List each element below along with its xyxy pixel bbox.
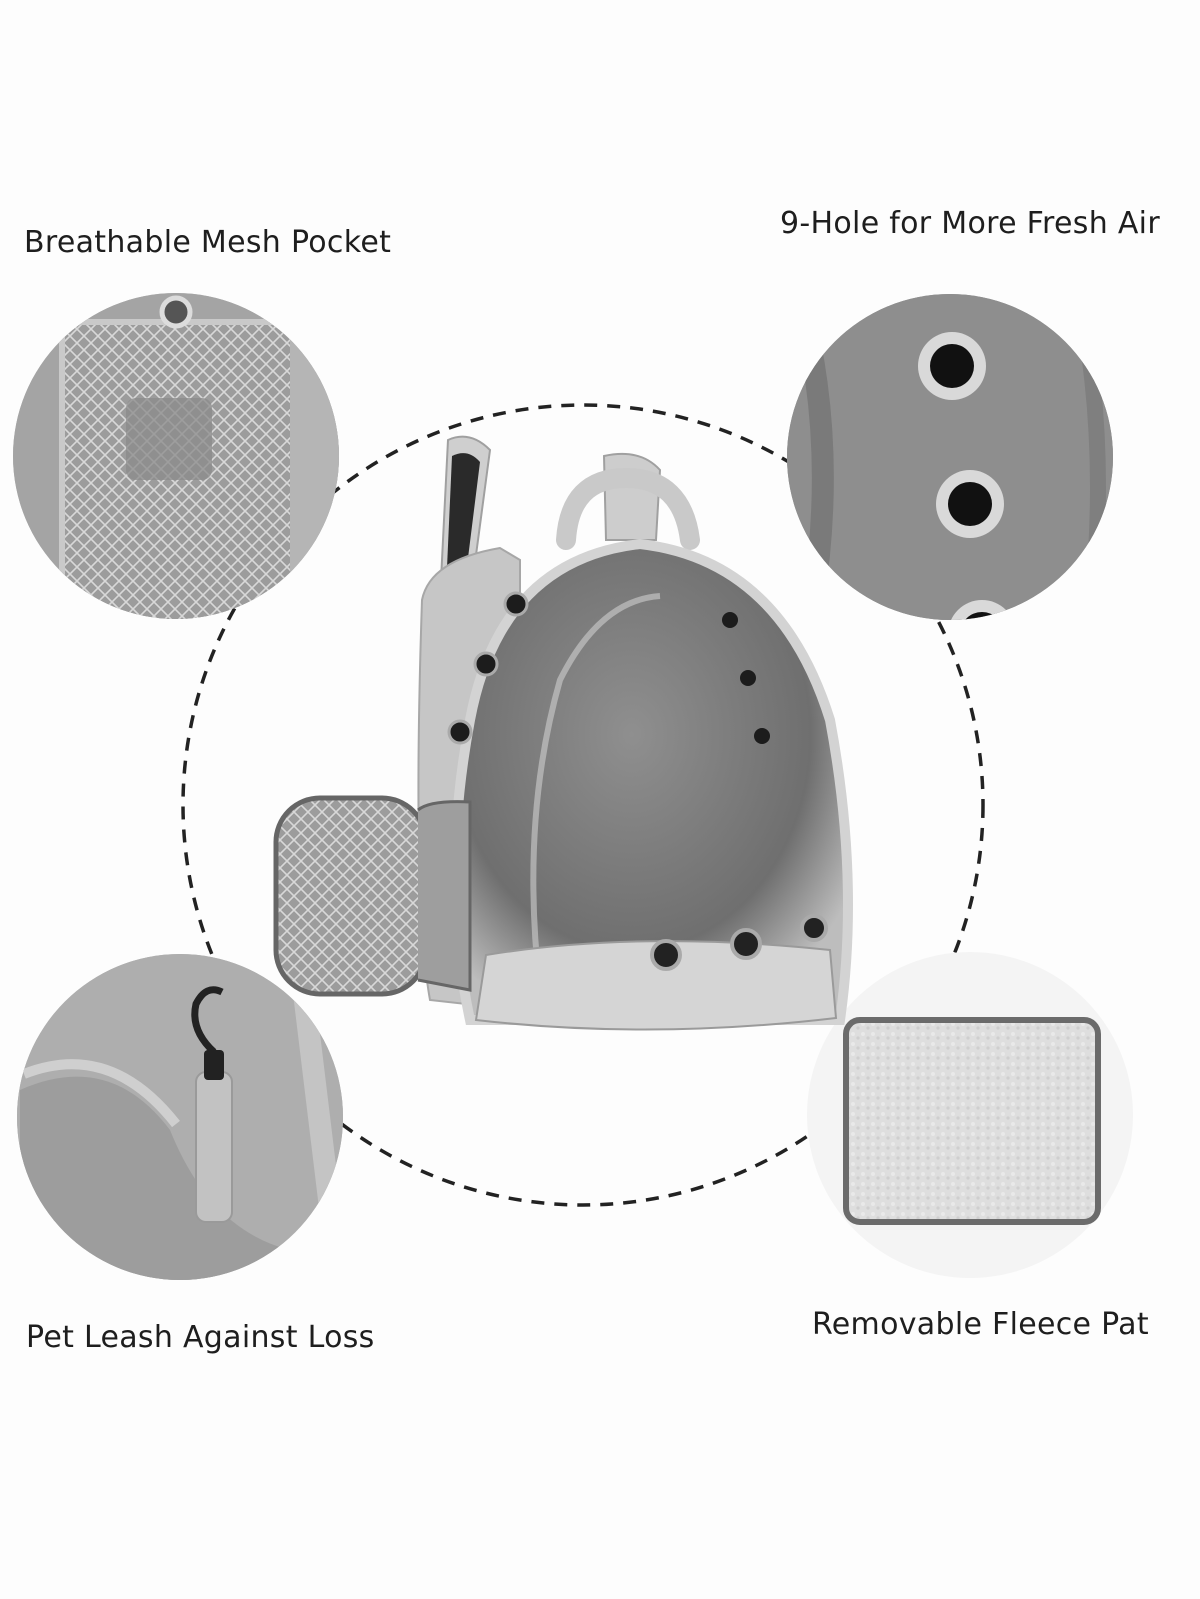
air-holes-label: 9-Hole for More Fresh Air (780, 206, 1160, 241)
backpack-main (273, 435, 853, 1031)
fleece-floor (474, 940, 838, 1031)
air-holes-detail (787, 294, 1113, 620)
mesh-pocket-label: Breathable Mesh Pocket (24, 225, 392, 260)
shoulder-strap-right (602, 452, 662, 541)
fleece-pad-detail (807, 952, 1133, 1278)
mesh-pocket-flap (273, 795, 429, 997)
top-handle (556, 467, 700, 550)
fleece-pad-label: Removable Fleece Pat (812, 1307, 1149, 1342)
leash-detail (17, 954, 343, 1280)
dashed-ring (181, 403, 985, 1207)
leash-label: Pet Leash Against Loss (26, 1320, 375, 1355)
mesh-pocket-detail (13, 293, 339, 619)
